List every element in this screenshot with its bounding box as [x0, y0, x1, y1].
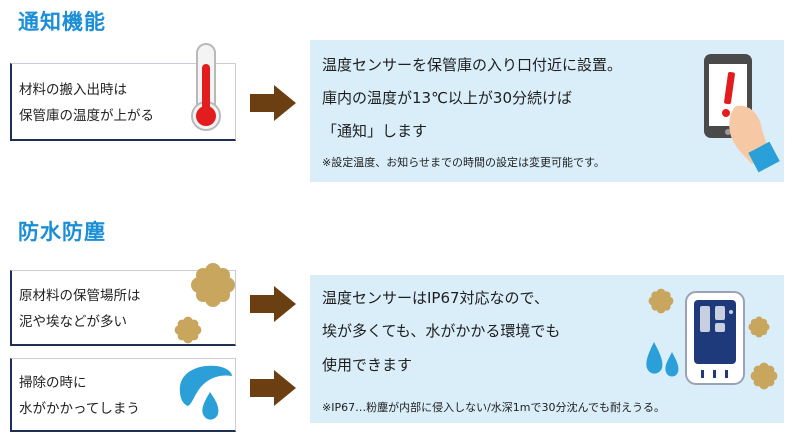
- info-text-line: 使用できます: [322, 356, 413, 374]
- right-arrow-icon: [250, 85, 296, 121]
- water-splash-icon: [646, 342, 679, 377]
- dust-cloud-icon: [174, 316, 202, 344]
- section-title-waterproof-dustproof: 防水防塵: [18, 220, 106, 244]
- dust-cloud-icon: [748, 316, 770, 338]
- condition-text-line: 掃除の時に: [19, 375, 87, 391]
- info-note: ※IP67…粉塵が内部に侵入しない/水深1mで30分沈んでも耐えうる。: [322, 401, 665, 414]
- dust-cloud-icon: [191, 263, 235, 307]
- info-text-line: 埃が多くても、水がかかる環境でも: [322, 322, 561, 340]
- dust-cloud-icon: [648, 288, 674, 314]
- thermometer-icon: [191, 43, 221, 131]
- info-text-line: 庫内の温度が13℃以上が30分続けば: [322, 89, 573, 107]
- condition-text-line: 原材料の保管場所は: [19, 288, 141, 304]
- smartphone-alert-icon: [704, 54, 780, 173]
- water-splash-icon: [179, 365, 232, 420]
- section-title-notification: 通知機能: [18, 10, 106, 34]
- info-text-line: 「通知」します: [322, 122, 428, 140]
- dust-cloud-icon: [750, 362, 778, 390]
- temperature-sensor-icon: [685, 291, 745, 385]
- right-arrow-icon: [250, 370, 296, 406]
- info-note: ※設定温度、お知らせまでの時間の設定は変更可能です。: [322, 156, 605, 169]
- condition-text-line: 保管庫の温度が上がる: [19, 108, 154, 124]
- condition-text-line: 材料の搬入出時は: [19, 82, 127, 98]
- condition-text-line: 泥や埃などが多い: [19, 314, 127, 330]
- info-text-line: 温度センサーはIP67対応なので、: [322, 289, 549, 307]
- right-arrow-icon: [250, 286, 296, 322]
- info-text-line: 温度センサーを保管庫の入り口付近に設置。: [322, 56, 623, 74]
- condition-text-line: 水がかかってしまう: [19, 401, 140, 417]
